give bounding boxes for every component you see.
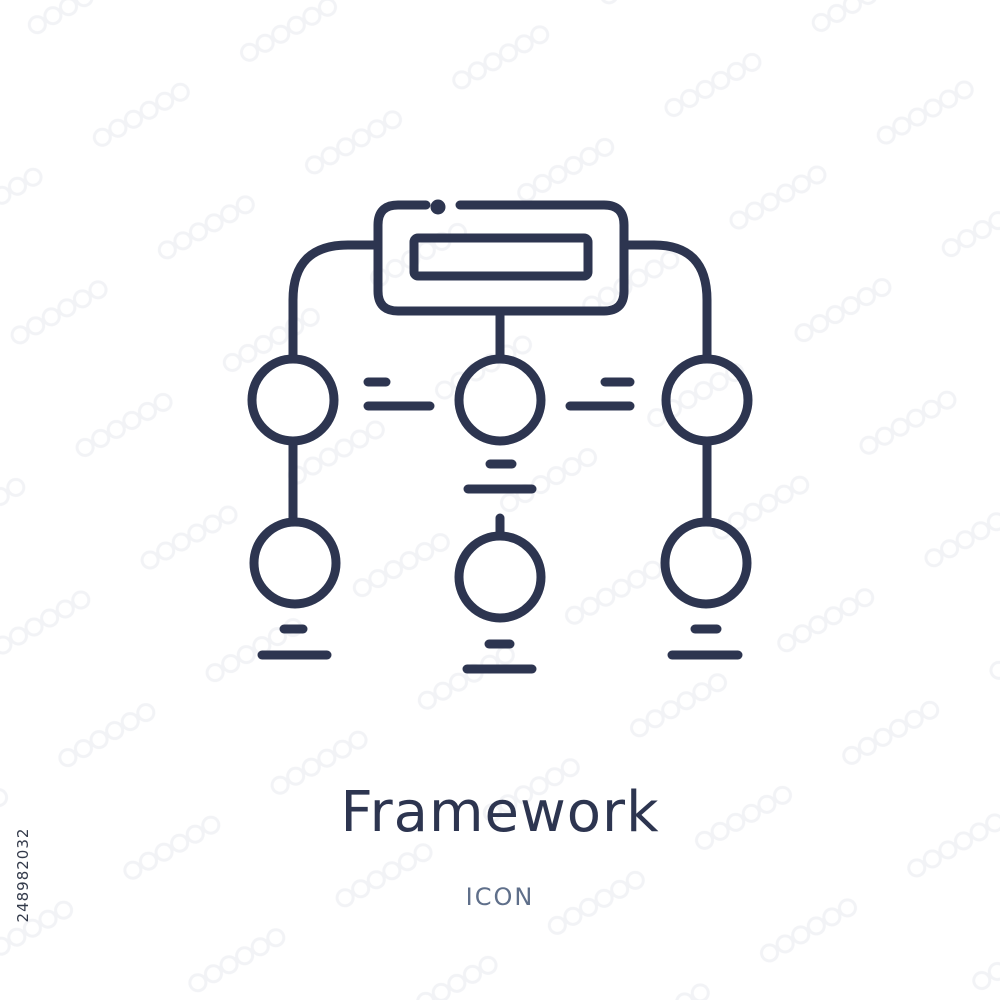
node-center-bottom (454, 531, 546, 623)
icon-title: Framework (340, 780, 660, 845)
left-connector (288, 240, 383, 362)
node-center-top (454, 354, 546, 446)
node-right-top (661, 354, 753, 446)
top-box-dot (430, 199, 446, 215)
stock-id-text: 248982032 (14, 827, 32, 923)
node-left-top (247, 354, 339, 446)
icon-subtitle: ICON (465, 883, 535, 911)
node-left-bottom (249, 517, 341, 609)
node-right-bottom (660, 517, 752, 609)
stock-id: 248982032 (8, 760, 38, 990)
right-connector (619, 240, 712, 362)
top-box-inner-bar (409, 233, 593, 281)
